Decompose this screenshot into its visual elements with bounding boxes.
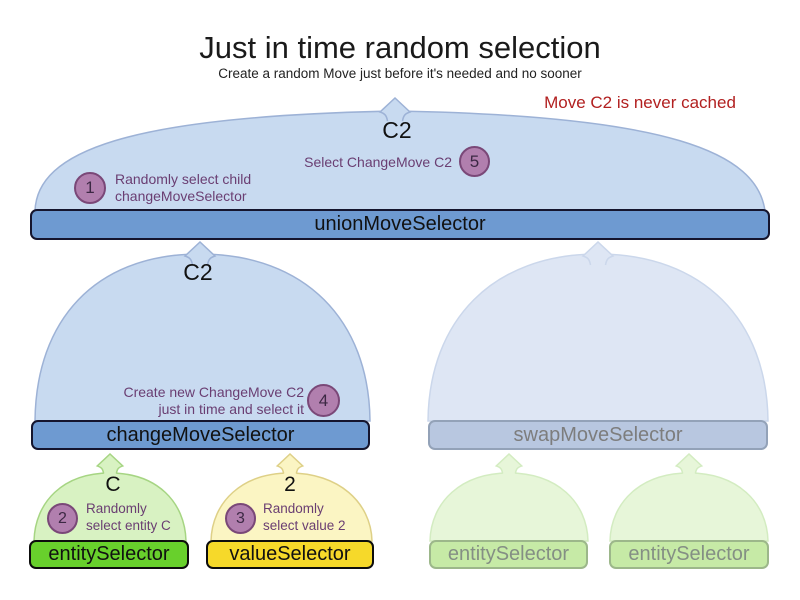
step-1-number: 1 xyxy=(85,178,95,197)
entity-faded-2-output-arch xyxy=(609,452,769,542)
union-output-arch xyxy=(34,96,766,212)
page-subtitle: Create a random Move just before it's ne… xyxy=(218,66,582,81)
entity-selector-label: entitySelector xyxy=(48,543,170,565)
entity-selector-bar: entitySelector xyxy=(29,540,189,569)
step-badge-1: 1 xyxy=(74,172,106,204)
union-move-selector-bar: unionMoveSelector xyxy=(30,209,770,240)
change-move-selector-bar: changeMoveSelector xyxy=(31,420,370,450)
entity-selector-faded-1-bar: entitySelector xyxy=(429,540,588,569)
entity-selector-faded-2-bar: entitySelector xyxy=(609,540,769,569)
step-3-number: 3 xyxy=(236,509,245,527)
swap-move-selector-label: swapMoveSelector xyxy=(513,423,683,446)
entity-faded-1-arch-shape xyxy=(429,472,589,542)
step-2-number: 2 xyxy=(58,509,67,527)
value-selector-bar: valueSelector xyxy=(206,540,374,569)
change-output-arch xyxy=(34,240,371,422)
entity-selector-faded-1-label: entitySelector xyxy=(447,543,570,565)
entity-output-arrow-outline xyxy=(95,452,125,474)
step-4-number: 4 xyxy=(318,390,329,410)
never-cached-note: Move C2 is never cached xyxy=(544,93,736,112)
value-output-arrow-outline xyxy=(275,452,305,474)
entity-faded-2-arrow-outline xyxy=(674,452,704,474)
step-badge-3: 3 xyxy=(225,503,256,534)
change-output-label: C2 xyxy=(183,259,213,285)
change-move-selector-label: changeMoveSelector xyxy=(106,423,295,446)
step-5-number: 5 xyxy=(469,151,480,171)
step-badge-5: 5 xyxy=(459,146,490,177)
value-selector-label: valueSelector xyxy=(229,543,351,565)
union-output-arrow-outline xyxy=(378,96,412,122)
swap-arch-shape xyxy=(427,253,769,422)
swap-output-arrow-outline xyxy=(581,240,615,266)
entity-output-label: C xyxy=(105,473,121,496)
entity-faded-1-output-arch xyxy=(429,452,589,542)
step-5-annotation: Select ChangeMove C2 xyxy=(304,154,452,170)
union-output-label: C2 xyxy=(382,117,412,143)
step-2-annotation: Randomly select entity C xyxy=(86,501,171,533)
change-output-arrow-outline xyxy=(183,240,217,266)
union-move-selector-label: unionMoveSelector xyxy=(314,213,486,235)
swap-move-selector-bar: swapMoveSelector xyxy=(428,420,768,450)
step-1-annotation: Randomly select child changeMoveSelector xyxy=(115,171,252,204)
swap-output-arch xyxy=(427,240,769,422)
entity-selector-faded-2-label: entitySelector xyxy=(628,543,750,565)
step-badge-2: 2 xyxy=(47,503,78,534)
step-badge-4: 4 xyxy=(307,384,340,417)
page-title: Just in time random selection xyxy=(199,30,601,65)
entity-faded-2-arch-shape xyxy=(609,472,769,542)
step-3-annotation: Randomly select value 2 xyxy=(263,501,346,533)
value-output-label: 2 xyxy=(284,473,296,496)
step-4-annotation: Create new ChangeMove C2 just in time an… xyxy=(123,384,304,417)
entity-faded-1-arrow-outline xyxy=(494,452,524,474)
